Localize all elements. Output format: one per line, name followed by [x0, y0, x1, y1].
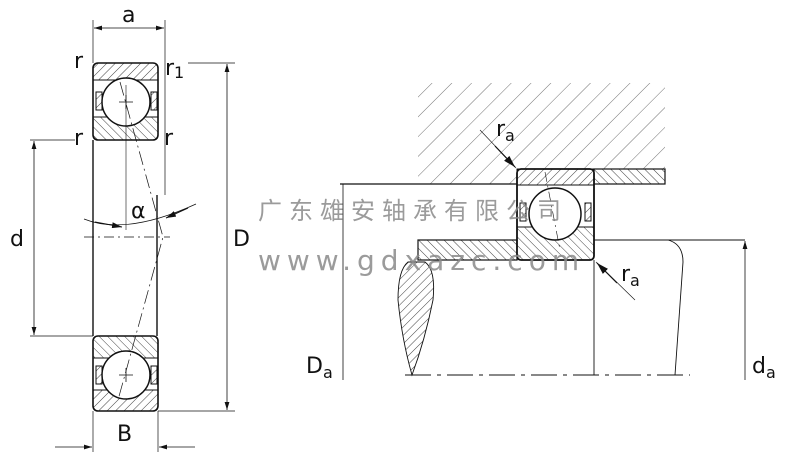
label-r-top-left: r — [74, 49, 84, 74]
label-ra-housing: ra — [496, 117, 515, 145]
label-Da: Da — [306, 354, 333, 382]
label-ra-shaft: ra — [621, 262, 640, 290]
watermark-url: www.gdxazc.com — [258, 244, 585, 277]
mounted-bearing — [516, 168, 595, 261]
label-d: d — [10, 227, 24, 252]
watermark-company: 广东雄安轴承有限公司 — [258, 197, 568, 225]
mounting-view — [340, 83, 748, 380]
label-r-bottom-right: r — [164, 126, 174, 151]
lower-section — [92, 335, 159, 412]
label-da: da — [752, 354, 776, 382]
label-a: a — [122, 3, 135, 28]
bearing-section-view — [30, 20, 235, 452]
label-r1: r1 — [165, 56, 184, 82]
upper-section — [92, 62, 159, 141]
label-alpha: α — [131, 199, 146, 224]
label-B: B — [117, 422, 132, 447]
label-D: D — [233, 227, 250, 252]
label-r-bottom-left: r — [74, 126, 84, 151]
